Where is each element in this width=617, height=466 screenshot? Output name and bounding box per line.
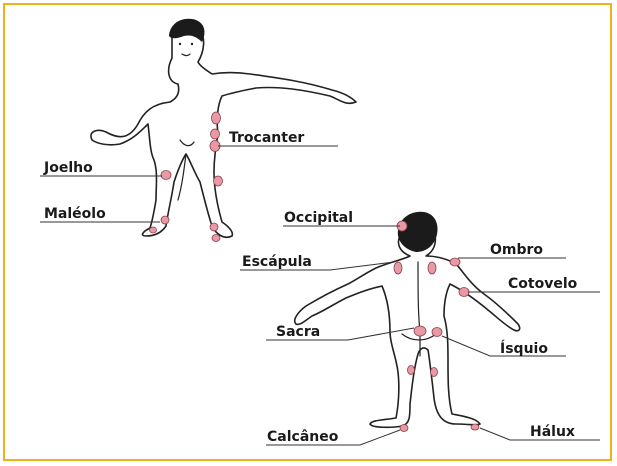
pressure-spot-escapula	[394, 262, 402, 274]
label-joelho: Joelho	[43, 160, 93, 176]
pressure-spot	[408, 366, 415, 375]
label-calcaneo: Calcâneo	[267, 429, 339, 445]
label-escapula: Escápula	[242, 254, 312, 270]
pressure-spot	[150, 227, 157, 233]
pressure-spot	[212, 235, 220, 242]
pressure-spot-calcaneo	[400, 425, 408, 432]
labels: Trocanter Joelho Maléolo Occipital Ombro…	[43, 130, 578, 445]
label-halux: Hálux	[530, 424, 575, 440]
pressure-spot-maleolo	[161, 216, 169, 224]
front-figure	[91, 19, 356, 237]
pressure-spot-isquio	[432, 328, 442, 337]
pressure-spot-cotovelo	[459, 288, 469, 297]
pressure-spot-sacra	[414, 326, 426, 336]
front-figure-body	[91, 27, 356, 238]
pressure-spot	[210, 223, 218, 231]
pressure-spot-joelho	[161, 171, 171, 180]
label-occipital: Occipital	[284, 210, 353, 226]
back-figure-body	[295, 221, 520, 427]
pressure-spot-halux	[471, 424, 479, 430]
label-isquio: Ísquio	[500, 340, 548, 357]
label-ombro: Ombro	[490, 242, 543, 258]
pressure-spot-escapula	[428, 262, 436, 274]
pressure-spot-ombro	[450, 258, 460, 266]
label-maleolo: Maléolo	[44, 206, 106, 222]
pressure-spot	[431, 368, 438, 377]
back-figure	[295, 212, 520, 428]
label-cotovelo: Cotovelo	[508, 276, 578, 292]
pressure-spot	[212, 112, 221, 124]
pressure-spot	[214, 176, 223, 186]
label-trocanter: Trocanter	[229, 130, 304, 146]
label-sacra: Sacra	[276, 324, 320, 340]
pressure-spot	[211, 129, 220, 139]
